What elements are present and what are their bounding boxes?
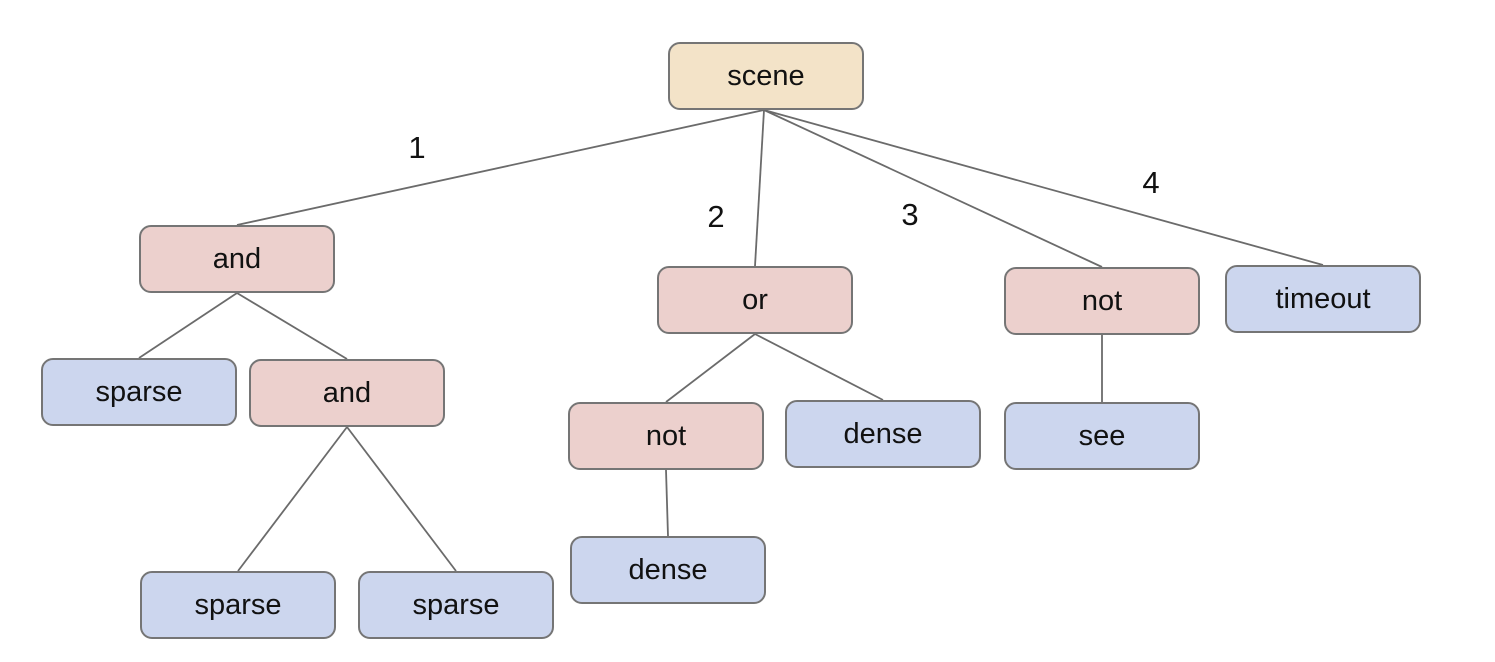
tree-node-or-1: or <box>657 266 853 334</box>
edge-or-not <box>665 333 756 403</box>
tree-node-not-2: not <box>568 402 764 470</box>
edge-scene-timeout <box>763 109 1324 266</box>
tree-node-and-1: and <box>139 225 335 293</box>
tree-node-sparse-1: sparse <box>41 358 237 426</box>
tree-node-sparse-2: sparse <box>140 571 336 639</box>
edge-scene-and <box>236 109 765 226</box>
edge-and-sparse <box>138 292 238 359</box>
edge-and2-sparse-left <box>237 426 348 572</box>
edge-scene-or <box>754 109 765 267</box>
edge-scene-not <box>763 109 1103 268</box>
tree-node-dense-1: dense <box>785 400 981 468</box>
tree-node-scene: scene <box>668 42 864 110</box>
tree-node-timeout: timeout <box>1225 265 1421 333</box>
edge-not2-dense <box>665 469 669 537</box>
tree-node-see: see <box>1004 402 1200 470</box>
tree-node-and-2: and <box>249 359 445 427</box>
edge-label-3: 3 <box>901 197 919 232</box>
edge-or-dense <box>754 333 884 401</box>
edge-and-and <box>236 292 348 360</box>
edge-label-2: 2 <box>707 199 725 234</box>
edge-label-1: 1 <box>408 130 426 165</box>
edge-and2-sparse-right <box>346 426 457 572</box>
tree-node-not-3: not <box>1004 267 1200 335</box>
tree-node-sparse-3: sparse <box>358 571 554 639</box>
tree-node-dense-2: dense <box>570 536 766 604</box>
edge-label-4: 4 <box>1142 165 1160 200</box>
